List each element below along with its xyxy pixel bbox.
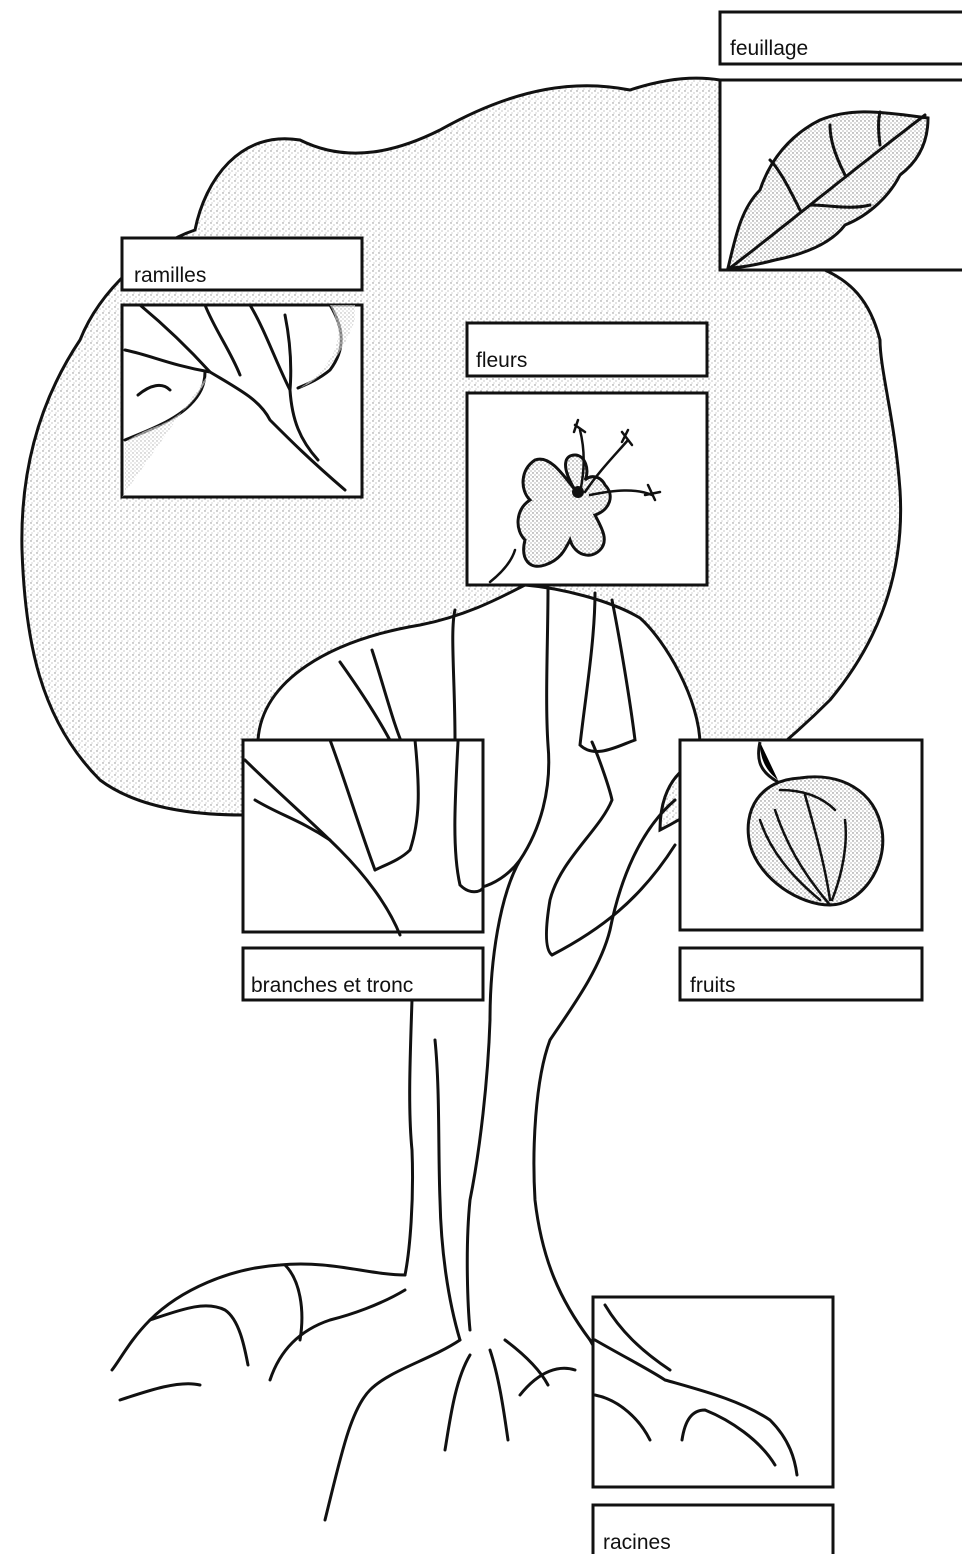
callout-branches-et-tronc: branches et tronc <box>243 740 483 1000</box>
label-fleurs: fleurs <box>476 349 527 372</box>
image-frame-ramilles <box>122 305 362 497</box>
callout-racines: racines <box>593 1297 833 1554</box>
label-racines: racines <box>603 1531 671 1554</box>
label-branches-et-tronc: branches et tronc <box>251 974 413 997</box>
label-feuillage: feuillage <box>730 37 808 60</box>
callout-fruits: fruits <box>680 740 922 1000</box>
roots <box>112 1264 640 1520</box>
callout-feuillage: feuillage <box>720 12 962 270</box>
image-frame-racines <box>593 1297 833 1487</box>
callout-ramilles: ramilles <box>122 238 362 497</box>
label-fruits: fruits <box>690 974 736 997</box>
callout-fleurs: fleurs <box>467 323 707 585</box>
label-ramilles: ramilles <box>134 264 206 287</box>
